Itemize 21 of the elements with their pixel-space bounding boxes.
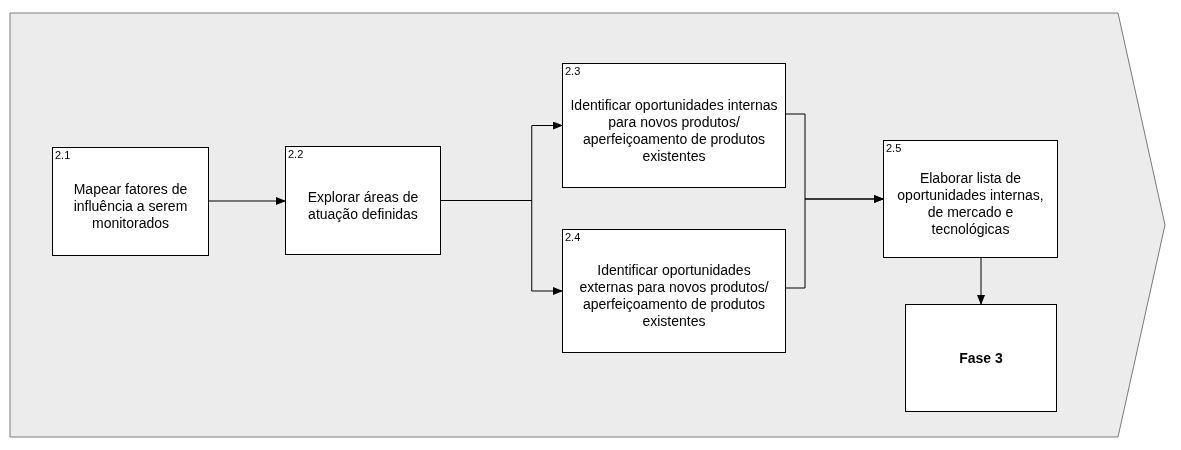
phase-label: Fase 3 [959,349,1003,367]
step-number: 2.1 [55,149,71,161]
arrow [785,195,884,289]
step-description: Mapear fatores de influência a serem monitorados [72,181,189,232]
arrow [977,257,985,305]
step-description: Explorar áreas de atuação definidas [306,188,420,223]
process-box [52,147,209,256]
phase-box [905,304,1057,412]
arrow [440,200,563,295]
arrow [208,197,286,205]
process-box [883,140,1058,258]
step-number: 2.3 [565,65,581,77]
step-description: Elaborar lista de oportunidades internas, de mercado e tecnológicas [896,170,1045,238]
process-box [562,63,786,188]
step-number: 2.2 [288,148,304,160]
process-box [562,229,786,353]
step-number: 2.5 [886,142,902,154]
step-number: 2.4 [565,231,581,243]
step-description: Identificar oportunidades internas para novos produtos/ aperfeiçoamento de produtos existentes [569,96,779,165]
step-description: Identificar oportunidades externas para novos produtos/ aperfeiçoamento de produtos existentes [578,262,770,330]
process-box [285,146,441,255]
